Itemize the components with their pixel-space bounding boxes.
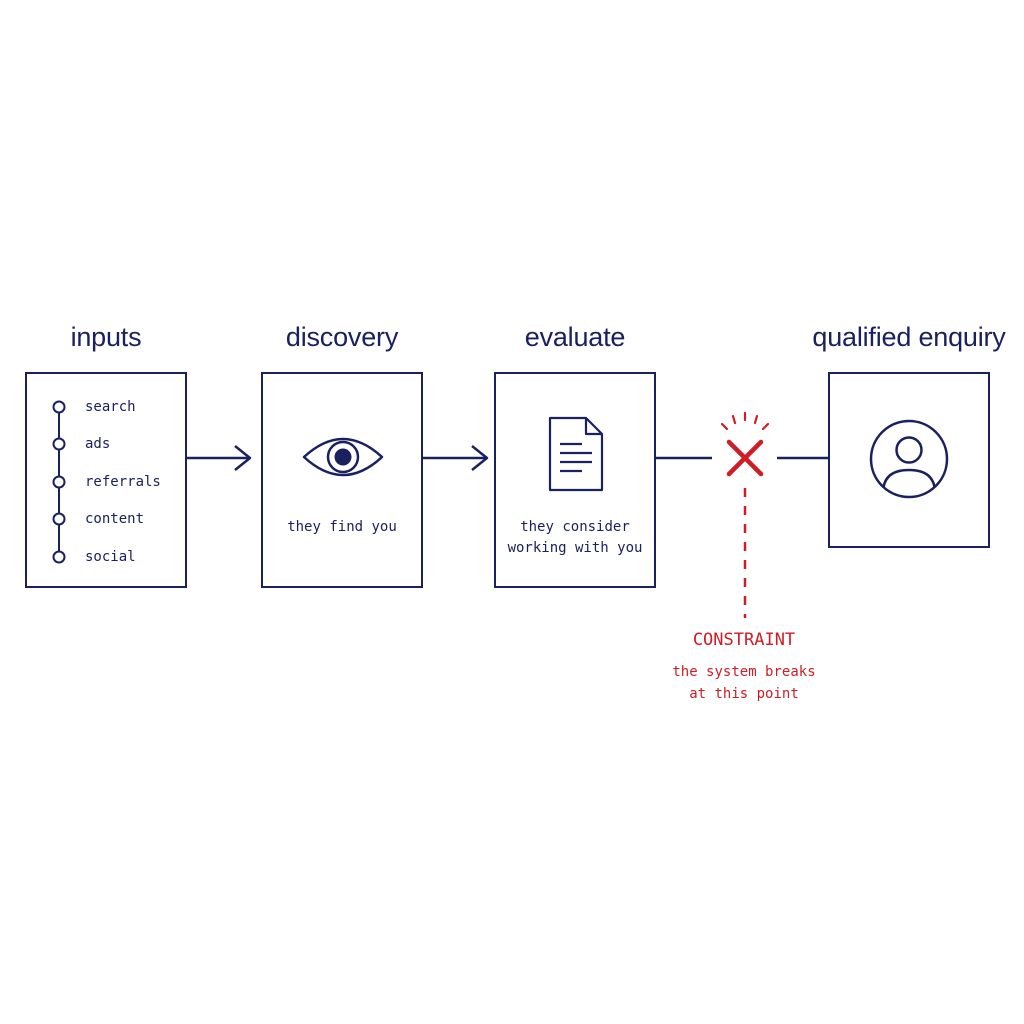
inputs-timeline	[52, 400, 66, 564]
timeline-node	[52, 512, 66, 526]
eye-icon	[302, 437, 384, 477]
red-x-icon	[726, 439, 764, 477]
stage-title-inputs: inputs	[70, 322, 142, 352]
document-icon	[548, 416, 604, 492]
discovery-box: they find you	[261, 372, 423, 588]
timeline-node	[52, 475, 66, 489]
evaluate-caption-line-1: they consider	[520, 519, 630, 535]
evaluate-box: they consider working with you	[494, 372, 656, 588]
input-item-social: social	[85, 549, 136, 565]
timeline-node	[52, 437, 66, 451]
constraint-description: the system breaks at this point	[634, 661, 854, 705]
stage-title-qualified-enquiry: qualified enquiry	[812, 322, 1006, 352]
constraint-description-line-1: the system breaks	[672, 664, 816, 680]
stage-title-discovery: discovery	[285, 322, 399, 352]
input-item-referrals: referrals	[85, 474, 161, 490]
constraint-description-line-2: at this point	[689, 686, 799, 702]
inputs-box: search ads referrals content social	[25, 372, 187, 588]
break-spark-marks	[720, 411, 770, 431]
evaluate-caption-line-2: working with you	[507, 540, 643, 556]
timeline-node	[52, 550, 66, 564]
input-item-content: content	[85, 511, 145, 527]
arrow-inputs-to-discovery	[187, 445, 252, 471]
user-avatar-icon	[869, 419, 949, 499]
stage-title-evaluate: evaluate	[524, 322, 626, 352]
discovery-caption: they find you	[287, 519, 397, 535]
constraint-label: CONSTRAINT	[692, 630, 796, 650]
timeline-node	[52, 400, 66, 414]
input-item-ads: ads	[85, 436, 111, 452]
input-item-search: search	[85, 399, 136, 415]
qualified-enquiry-box	[828, 372, 990, 548]
arrow-discovery-to-evaluate	[423, 445, 489, 471]
